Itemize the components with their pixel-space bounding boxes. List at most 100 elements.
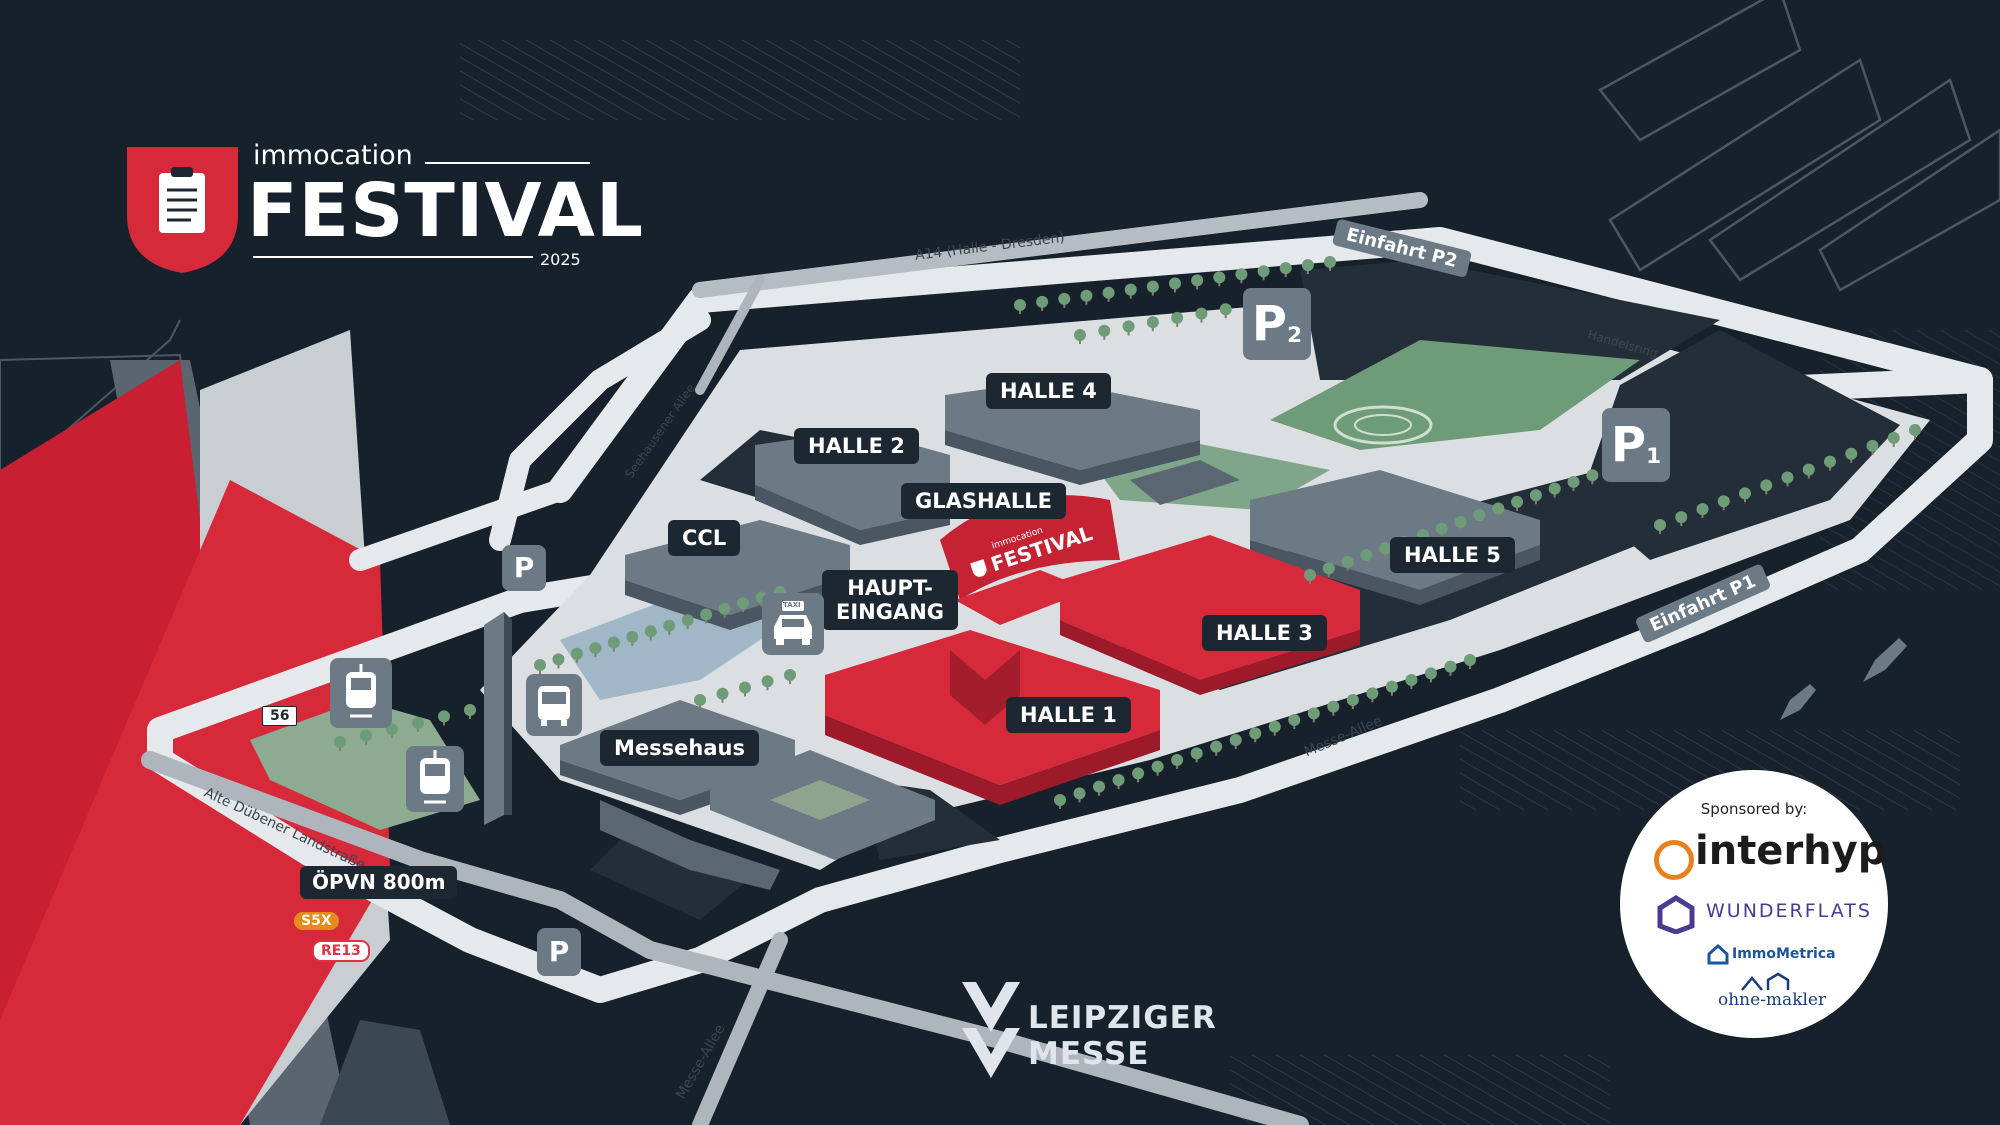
parking-p2-index: 2 [1287,323,1303,349]
label-opnv: ÖPVN 800m [300,866,458,899]
ohne-makler-logo-icon [1741,972,1790,991]
logo-underline [253,256,533,258]
tree-rows [334,256,1921,809]
tree [438,710,450,723]
tree [1122,320,1135,333]
tree [739,681,751,694]
parking-p2-badge: P2 [1243,288,1311,360]
tree [1171,311,1184,324]
tree [1171,754,1184,766]
wunderflats-logo-icon [1657,895,1695,934]
tree [1124,283,1137,296]
tree [681,614,694,627]
tree [570,647,583,660]
tree [1327,700,1340,713]
tree [718,602,731,615]
sponsor-ohne-makler: ohne-makler [1718,990,1827,1010]
bus-icon [526,674,582,736]
tree [1219,303,1232,316]
sponsor-title: Sponsored by: [1700,800,1808,818]
tree [552,653,565,666]
tree [1548,482,1561,495]
tree [607,636,620,649]
tree [1169,277,1181,290]
tree [1341,555,1354,568]
label-halle-4: HALLE 4 [986,373,1111,410]
tree [1529,489,1542,502]
parking-badge-south: P [537,928,581,976]
tree [1210,740,1223,753]
logo-title: FESTIVAL [247,168,645,254]
tram-icon [330,658,392,728]
label-ccl: CCL [668,520,741,557]
taxi-icon: TAXI [762,593,824,655]
logo-rule [425,162,590,164]
tree [1073,787,1086,800]
tree [1435,522,1448,535]
interhyp-logo-icon [1654,840,1694,880]
label-halle-3: HALLE 3 [1202,615,1327,652]
decorative-ribbons [0,319,450,1125]
tree [334,736,346,748]
tree [1717,495,1730,508]
taxi-sign-label: TAXI [783,601,801,609]
label-haupteingang-line2: EINGANG [836,600,945,625]
immometrica-logo-icon [1707,943,1729,965]
tree [534,659,546,671]
tree [1268,720,1281,733]
parking-p1-index: 1 [1646,444,1662,470]
sponsor-panel: Sponsored by: interhyp WUNDERFLATS ImmoM… [1620,770,1888,1038]
tree [1360,549,1373,562]
tree [1405,674,1418,686]
tree [1464,654,1476,666]
logo-subtitle: immocation [253,140,413,171]
tree [784,669,796,681]
tree [1190,747,1203,760]
tree [644,625,657,638]
label-glashalle: GLASHALLE [901,483,1066,520]
festival-logo: immocation FESTIVAL 2025 [125,140,643,280]
tree [464,704,476,716]
label-haupteingang-line1: HAUPT- [847,576,933,600]
tree [1781,471,1794,484]
parking-p2-letter: P [1251,296,1288,352]
tree [589,642,602,655]
messe-name-line2: MESSE [1028,1036,1150,1072]
tree [1074,329,1086,341]
tree [663,619,676,632]
tree [1366,687,1379,700]
tree [761,675,774,688]
label-halle-2: HALLE 2 [794,428,919,465]
tree [1424,667,1437,680]
parking-badge-west: P [502,545,546,591]
tree [1760,479,1773,492]
messe-tower [484,612,512,825]
tree [360,729,372,742]
tree [1845,447,1858,460]
leipziger-messe-logo: LEIPZIGER MESSE [960,980,1216,1080]
tree [1279,262,1292,275]
tree [1014,299,1026,311]
tree [1379,542,1392,555]
tree [1567,475,1580,488]
label-messehaus: Messehaus [600,730,759,767]
logo-year: 2025 [540,250,581,269]
tree [716,687,729,700]
tree [1112,774,1125,786]
decorative-chevrons [1598,0,2000,292]
tree [1093,780,1106,793]
tree [1098,324,1111,337]
tree [1249,727,1262,740]
tree [1080,289,1093,302]
tree [1102,286,1115,299]
tree [1195,307,1208,320]
regional-line-re13: RE13 [312,940,370,962]
tree [1802,463,1815,476]
parking-p1-badge: P1 [1602,408,1670,482]
tree [1301,259,1314,272]
sponsor-wunderflats: WUNDERFLATS [1706,900,1872,922]
tree [1511,495,1524,508]
sbahn-line-s5x: S5X [294,912,339,930]
tree [1058,292,1071,305]
tree [1454,515,1467,528]
